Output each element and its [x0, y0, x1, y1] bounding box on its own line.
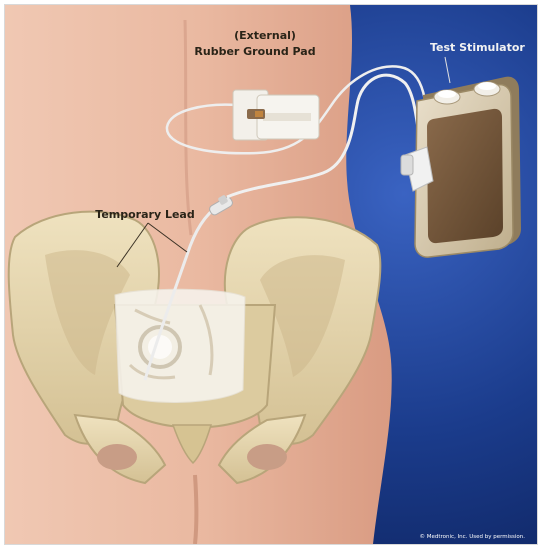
sacrum-highlight — [115, 289, 245, 402]
buttock-crease — [195, 475, 197, 544]
external-label: (External) — [234, 29, 296, 42]
rubber-ground-pad — [233, 90, 319, 140]
sacral-nerve-stimulation-diagram: (External) Rubber Ground Pad Test Stimul… — [5, 5, 537, 544]
test-stimulator-label: Test Stimulator — [430, 41, 525, 54]
illustration-frame: (External) Rubber Ground Pad Test Stimul… — [4, 4, 538, 545]
temporary-lead-label: Temporary Lead — [95, 208, 194, 221]
test-stimulator-device — [401, 77, 521, 257]
ground-pad-label: Rubber Ground Pad — [194, 45, 315, 58]
credit-text: © Medtronic, Inc. Used by permission. — [420, 533, 526, 540]
